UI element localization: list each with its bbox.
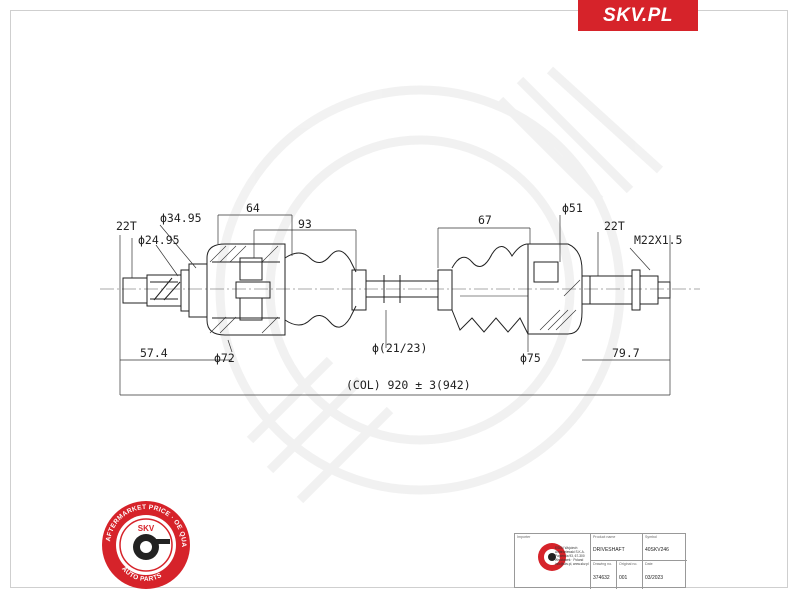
sheet-cell: Original no. 001 (617, 561, 643, 589)
dim-dia-51: ϕ51 (562, 201, 583, 215)
drawing-frame (10, 10, 788, 588)
dim-spline-right: 22T (604, 219, 625, 233)
dim-spline-left: 22T (116, 219, 137, 233)
product-value: DRIVESHAFT (593, 547, 625, 553)
product-label: Product name (593, 535, 616, 539)
sheet-value: 001 (619, 575, 628, 581)
date-value: 03/2023 (645, 575, 664, 581)
dim-dia-inner-left: ϕ24.95 (138, 233, 180, 247)
dim-total-length: (COL) 920 ± 3(942) (346, 378, 471, 392)
dim-len-67: 67 (478, 213, 492, 227)
dim-dia-75: ϕ75 (520, 351, 541, 365)
dim-len-64: 64 (246, 201, 260, 215)
brand-badge[interactable]: SKV.PL (578, 0, 698, 31)
product-cell: Product name DRIVESHAFT (591, 534, 643, 561)
dim-len-57: 57.4 (140, 346, 168, 360)
shaft-outline (122, 243, 671, 336)
importer-text: ESEN Wojciech Ambroziewski S.K.A. Papier… (555, 546, 589, 566)
quality-seal: AFTERMARKET PRICE · OE QUALITY AUTO PART… (100, 499, 190, 589)
watermark (215, 66, 664, 504)
importer-cell: Importer ESEN Wojciech Ambroziewski S.K.… (515, 534, 591, 589)
dim-dia-shaft: ϕ(21/23) (372, 341, 427, 355)
dim-thread: M22X1.5 (634, 233, 682, 247)
date-cell: Date 03/2023 (643, 561, 687, 589)
seal-center-text: SKV (138, 524, 155, 533)
importer-label: Importer (517, 535, 531, 539)
symbol-value: 40SKV246 (645, 547, 669, 553)
drawing-cell: Drawing no. 374632 (591, 561, 617, 589)
sheet-label: Original no. (619, 562, 638, 566)
drawing-value: 374632 (593, 575, 610, 581)
dim-len-79: 79.7 (612, 346, 640, 360)
dim-dia-72: ϕ72 (214, 351, 235, 365)
symbol-label: Symbol (645, 535, 657, 539)
section-hatch (209, 245, 581, 334)
symbol-cell: Symbol 40SKV246 (643, 534, 687, 561)
dim-len-93: 93 (298, 217, 312, 231)
drawing-label: Drawing no. (593, 562, 613, 566)
skv-logo-icon (538, 543, 566, 571)
date-label: Date (645, 562, 653, 566)
title-block: Importer ESEN Wojciech Ambroziewski S.K.… (514, 533, 687, 589)
gear-icon (133, 534, 170, 560)
dim-dia-outer-left: ϕ34.95 (160, 211, 202, 225)
dimension-lines (119, 214, 671, 396)
